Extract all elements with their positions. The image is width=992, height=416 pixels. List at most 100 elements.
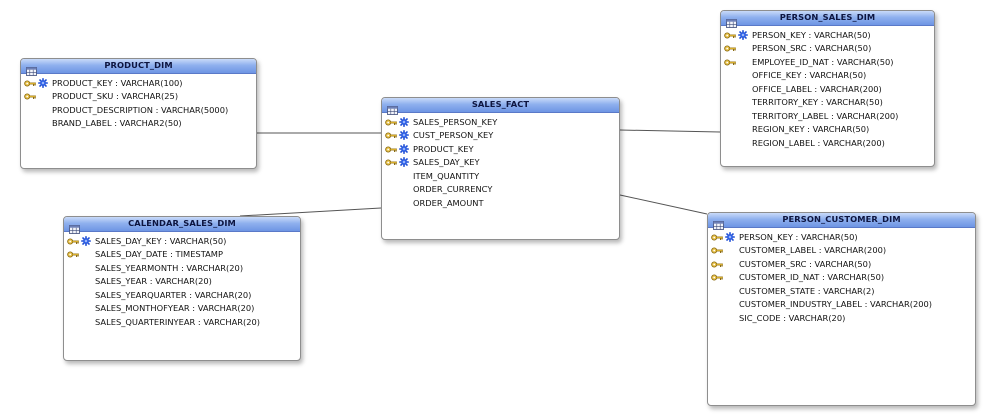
column-label: EMPLOYEE_ID_NAT : VARCHAR(50) — [752, 56, 894, 67]
column-row[interactable]: SALES_DAY_KEY : VARCHAR(50) — [64, 235, 300, 248]
table-person-customer-dim[interactable]: PERSON_CUSTOMER_DIM PERSON_KEY : VARCHAR(… — [707, 212, 976, 406]
column-row[interactable]: CUSTOMER_INDUSTRY_LABEL : VARCHAR(200) — [708, 298, 975, 311]
table-header[interactable]: SALES_FACT — [382, 98, 619, 115]
foreign-key-icon — [711, 260, 723, 269]
foreign-key-icon — [67, 237, 79, 246]
table-icon — [387, 100, 398, 115]
primary-key-icon — [38, 78, 48, 88]
column-row[interactable]: SIC_CODE : VARCHAR(20) — [708, 312, 975, 325]
primary-key-icon — [738, 30, 748, 40]
column-row[interactable]: PRODUCT_KEY — [382, 143, 619, 156]
column-row[interactable]: EMPLOYEE_ID_NAT : VARCHAR(50) — [721, 56, 934, 69]
column-label: CUSTOMER_ID_NAT : VARCHAR(50) — [739, 272, 885, 283]
column-row[interactable]: SALES_YEAR : VARCHAR(20) — [64, 275, 300, 288]
column-row[interactable]: SALES_DAY_DATE : TIMESTAMP — [64, 248, 300, 261]
column-label: ORDER_CURRENCY — [413, 184, 493, 195]
table-header[interactable]: PERSON_SALES_DIM — [721, 11, 934, 28]
column-label: SALES_YEAR : VARCHAR(20) — [95, 276, 212, 287]
column-row[interactable]: CUSTOMER_STATE : VARCHAR(2) — [708, 285, 975, 298]
column-row[interactable]: PERSON_SRC : VARCHAR(50) — [721, 42, 934, 55]
column-row[interactable]: CUST_PERSON_KEY — [382, 129, 619, 142]
column-row[interactable]: ORDER_CURRENCY — [382, 183, 619, 196]
column-row[interactable]: CUSTOMER_ID_NAT : VARCHAR(50) — [708, 271, 975, 284]
column-list: PERSON_KEY : VARCHAR(50)PERSON_SRC : VAR… — [721, 26, 934, 150]
column-row[interactable]: BRAND_LABEL : VARCHAR2(50) — [21, 117, 256, 130]
foreign-key-icon — [385, 158, 397, 167]
column-label: CUST_PERSON_KEY — [413, 130, 494, 141]
primary-key-icon — [81, 236, 91, 246]
column-row[interactable]: CUSTOMER_LABEL : VARCHAR(200) — [708, 244, 975, 257]
table-header[interactable]: PERSON_CUSTOMER_DIM — [708, 213, 975, 230]
column-label: SALES_YEARQUARTER : VARCHAR(20) — [95, 289, 252, 300]
column-label: SALES_DAY_KEY — [413, 157, 480, 168]
column-row[interactable]: OFFICE_KEY : VARCHAR(50) — [721, 69, 934, 82]
foreign-key-icon — [711, 246, 723, 255]
table-title: PERSON_CUSTOMER_DIM — [782, 214, 901, 224]
foreign-key-icon — [711, 233, 723, 242]
column-label: PERSON_KEY : VARCHAR(50) — [739, 232, 858, 242]
foreign-key-icon — [711, 273, 723, 282]
column-row[interactable]: SALES_MONTHOFYEAR : VARCHAR(20) — [64, 302, 300, 315]
table-header[interactable]: CALENDAR_SALES_DIM — [64, 217, 300, 234]
foreign-key-icon — [385, 118, 397, 127]
table-title: SALES_FACT — [471, 99, 530, 109]
table-icon — [69, 219, 80, 234]
column-label: TERRITORY_LABEL : VARCHAR(200) — [752, 110, 899, 121]
column-list: PRODUCT_KEY : VARCHAR(100) PRODUCT_SKU : … — [21, 74, 256, 131]
column-row[interactable]: PERSON_KEY : VARCHAR(50) — [708, 231, 975, 244]
relationship-line-calendar_sales_dim — [239, 207, 382, 217]
column-label: SIC_CODE : VARCHAR(20) — [739, 312, 846, 323]
column-label: PRODUCT_SKU : VARCHAR(25) — [52, 91, 179, 102]
table-header[interactable]: PRODUCT_DIM — [21, 59, 256, 76]
table-title: PERSON_SALES_DIM — [779, 12, 876, 22]
primary-key-icon — [399, 130, 409, 141]
column-row[interactable]: TERRITORY_LABEL : VARCHAR(200) — [721, 110, 934, 123]
column-row[interactable]: TERRITORY_KEY : VARCHAR(50) — [721, 96, 934, 109]
table-person-sales-dim[interactable]: PERSON_SALES_DIM PERSON_KEY : VARCHAR(50)… — [720, 10, 935, 167]
foreign-key-icon — [724, 44, 736, 53]
column-row[interactable]: SALES_YEARQUARTER : VARCHAR(20) — [64, 289, 300, 302]
column-row[interactable]: PRODUCT_KEY : VARCHAR(100) — [21, 77, 256, 90]
primary-key-icon — [399, 157, 409, 168]
column-label: SALES_DAY_DATE : TIMESTAMP — [95, 249, 223, 260]
column-label: REGION_KEY : VARCHAR(50) — [752, 124, 870, 135]
relationship-line-person_customer_dim — [619, 194, 708, 215]
column-row[interactable]: PRODUCT_DESCRIPTION : VARCHAR(5000) — [21, 104, 256, 117]
column-row[interactable]: ORDER_AMOUNT — [382, 197, 619, 210]
column-label: OFFICE_LABEL : VARCHAR(200) — [752, 83, 882, 94]
column-row[interactable]: REGION_LABEL : VARCHAR(200) — [721, 137, 934, 150]
table-title: PRODUCT_DIM — [104, 60, 173, 70]
primary-key-icon — [725, 232, 735, 242]
column-row[interactable]: PERSON_KEY : VARCHAR(50) — [721, 29, 934, 42]
table-icon — [713, 215, 724, 230]
column-row[interactable]: OFFICE_LABEL : VARCHAR(200) — [721, 83, 934, 96]
column-row[interactable]: SALES_PERSON_KEY — [382, 116, 619, 129]
foreign-key-icon — [24, 79, 36, 88]
column-row[interactable]: SALES_YEARMONTH : VARCHAR(20) — [64, 262, 300, 275]
column-label: PRODUCT_KEY — [413, 143, 474, 154]
column-label: CUSTOMER_INDUSTRY_LABEL : VARCHAR(200) — [739, 299, 933, 310]
column-label: PRODUCT_KEY : VARCHAR(100) — [52, 78, 183, 88]
column-row[interactable]: SALES_QUARTERINYEAR : VARCHAR(20) — [64, 316, 300, 329]
column-row[interactable]: ITEM_QUANTITY — [382, 170, 619, 183]
column-label: PRODUCT_DESCRIPTION : VARCHAR(5000) — [52, 104, 229, 115]
column-label: OFFICE_KEY : VARCHAR(50) — [752, 70, 867, 81]
column-row[interactable]: CUSTOMER_SRC : VARCHAR(50) — [708, 258, 975, 271]
primary-key-icon — [399, 143, 409, 154]
column-label: ORDER_AMOUNT — [413, 197, 484, 208]
primary-key-icon — [399, 117, 409, 127]
foreign-key-icon — [385, 131, 397, 140]
column-row[interactable]: SALES_DAY_KEY — [382, 156, 619, 169]
relationship-line-person_sales_dim — [619, 129, 721, 133]
column-row[interactable]: PRODUCT_SKU : VARCHAR(25) — [21, 90, 256, 103]
column-label: REGION_LABEL : VARCHAR(200) — [752, 137, 885, 148]
foreign-key-icon — [724, 31, 736, 40]
column-label: BRAND_LABEL : VARCHAR2(50) — [52, 118, 182, 129]
column-row[interactable]: REGION_KEY : VARCHAR(50) — [721, 123, 934, 136]
column-label: SALES_QUARTERINYEAR : VARCHAR(20) — [95, 316, 261, 327]
